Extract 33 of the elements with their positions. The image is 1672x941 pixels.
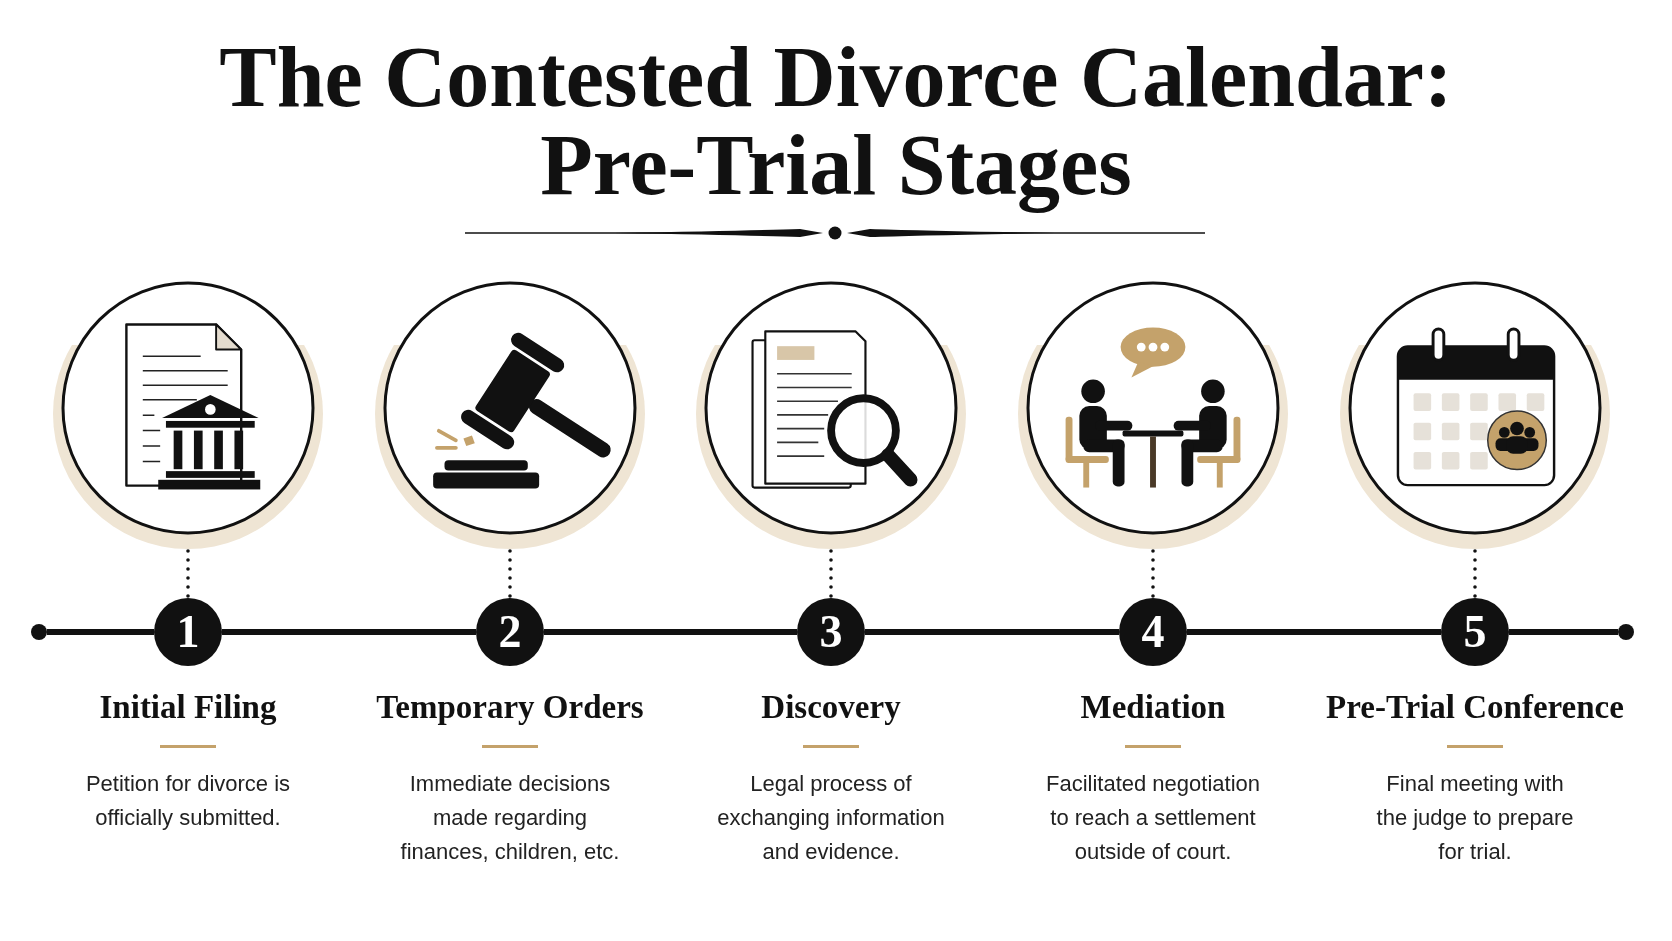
stage-description: Petition for divorce is officially submitted. (84, 770, 292, 832)
stage-description: Final meeting with the judge to prepare for trial. (1375, 770, 1575, 866)
icon-circle (52, 280, 324, 551)
icon-circle (374, 280, 646, 551)
step-number: 2 (476, 598, 544, 666)
stage-heading: Mediation (1079, 688, 1227, 727)
dotted-connector (186, 549, 190, 600)
timeline-line (865, 629, 1119, 635)
stage-heading: Temporary Orders (375, 688, 645, 727)
step-number: 5 (1441, 598, 1509, 666)
stage-description: Immediate decisions made regarding finances, children, etc. (399, 770, 621, 866)
stage-description: Legal process of exchanging information and evidence. (716, 770, 946, 866)
stage-heading: Discovery (760, 688, 902, 727)
timeline-end-dot (1618, 624, 1634, 640)
stage-heading: Initial Filing (98, 688, 278, 727)
step-number: 4 (1119, 598, 1187, 666)
stage-heading: Pre-Trial Conference (1325, 688, 1625, 727)
step-number: 1 (154, 598, 222, 666)
dotted-connector (508, 549, 512, 600)
timeline-line (1509, 629, 1618, 635)
dotted-connector (829, 549, 833, 600)
step-number: 3 (797, 598, 865, 666)
icon-circle (695, 280, 967, 551)
timeline-end-dot (31, 624, 47, 640)
timeline-line (1187, 629, 1441, 635)
timeline-line (47, 629, 154, 635)
dotted-connector (1473, 549, 1477, 600)
icon-circle (1339, 280, 1611, 551)
stage-description: Facilitated negotiation to reach a settlement outside of court. (1045, 770, 1261, 866)
timeline-line (222, 629, 476, 635)
timeline-line (544, 629, 797, 635)
icon-circle (1017, 280, 1289, 551)
dotted-connector (1151, 549, 1155, 600)
